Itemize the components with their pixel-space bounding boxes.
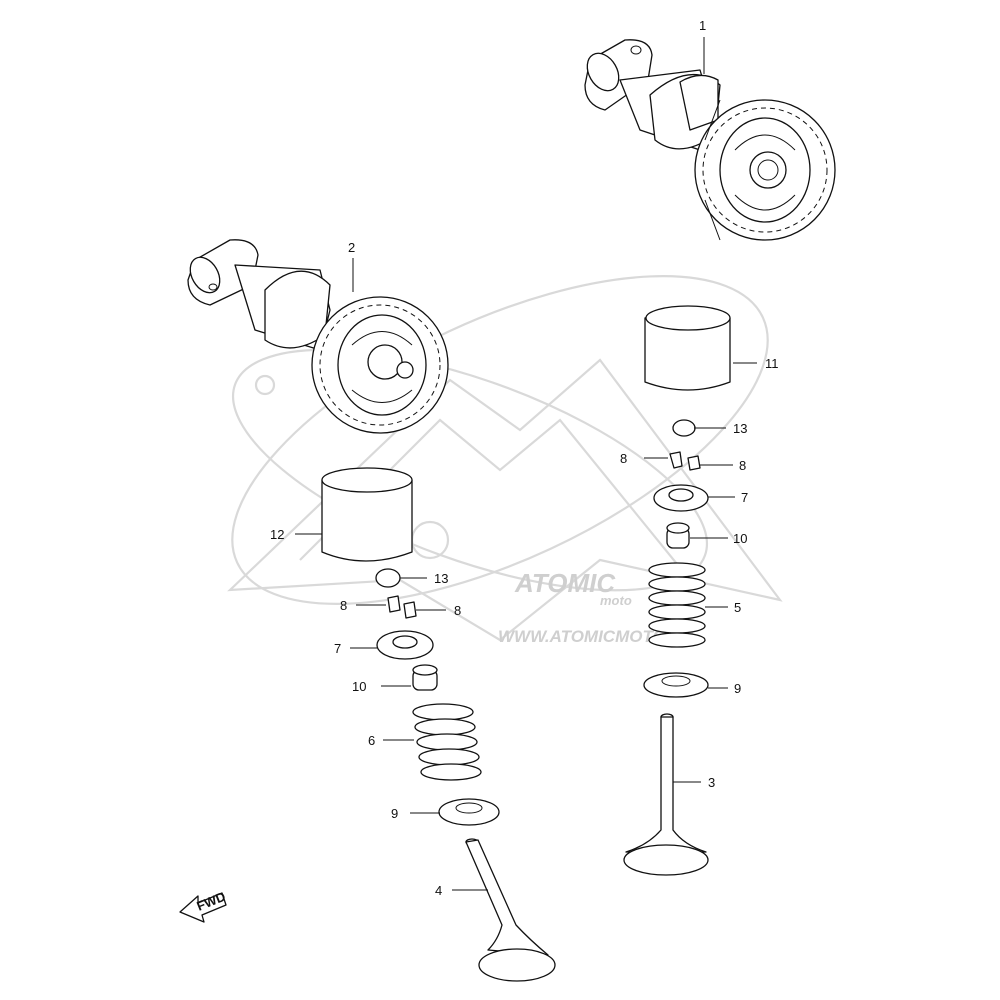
label-13-left: 13 [434,571,448,586]
watermark-logo: ATOMIC moto WWW.ATOMICMOTO.FR [227,275,783,646]
spring-5 [648,562,706,648]
label-3: 3 [708,775,715,790]
seal-10-right [666,522,690,549]
label-9-right: 9 [734,681,741,696]
leader-lines [295,37,757,891]
label-7-right: 7 [741,490,748,505]
seal-10-left [412,664,438,691]
label-2: 2 [348,240,355,255]
label-10-right: 10 [733,531,747,546]
label-13-right: 13 [733,421,747,436]
label-8-right-b: 8 [739,458,746,473]
fwd-arrow-icon: FWD [179,889,228,923]
label-1: 1 [699,18,706,33]
label-12: 12 [270,527,284,542]
seat-9-left [438,798,500,826]
seat-9-right [643,672,709,698]
watermark-brand: ATOMIC [514,568,616,598]
cotter-8-right [669,451,701,471]
retainer-7-left [376,630,434,660]
label-11: 11 [765,356,779,371]
spring-6 [412,703,482,781]
part-labels: 1 2 3 4 5 6 7 7 8 8 8 8 9 9 10 10 11 12 … [270,18,779,898]
camshaft-lower [187,239,449,434]
label-10-left: 10 [352,679,366,694]
label-4: 4 [435,883,442,898]
label-8-left-a: 8 [340,598,347,613]
cotter-8-left [387,595,417,619]
label-9-left: 9 [391,806,398,821]
tappet-11 [644,305,731,391]
label-8-right-a: 8 [620,451,627,466]
shim-13-right [672,419,696,437]
valve-3 [623,713,709,876]
tappet-12 [321,467,413,562]
label-8-left-b: 8 [454,603,461,618]
label-5: 5 [734,600,741,615]
valve-4 [465,838,556,982]
label-7-left: 7 [334,641,341,656]
retainer-7-right [653,484,709,512]
label-6: 6 [368,733,375,748]
watermark-sub: moto [600,593,632,608]
shim-13-left [375,568,401,588]
camshaft-upper [584,39,836,241]
watermark-url: WWW.ATOMICMOTO.FR [498,627,694,646]
